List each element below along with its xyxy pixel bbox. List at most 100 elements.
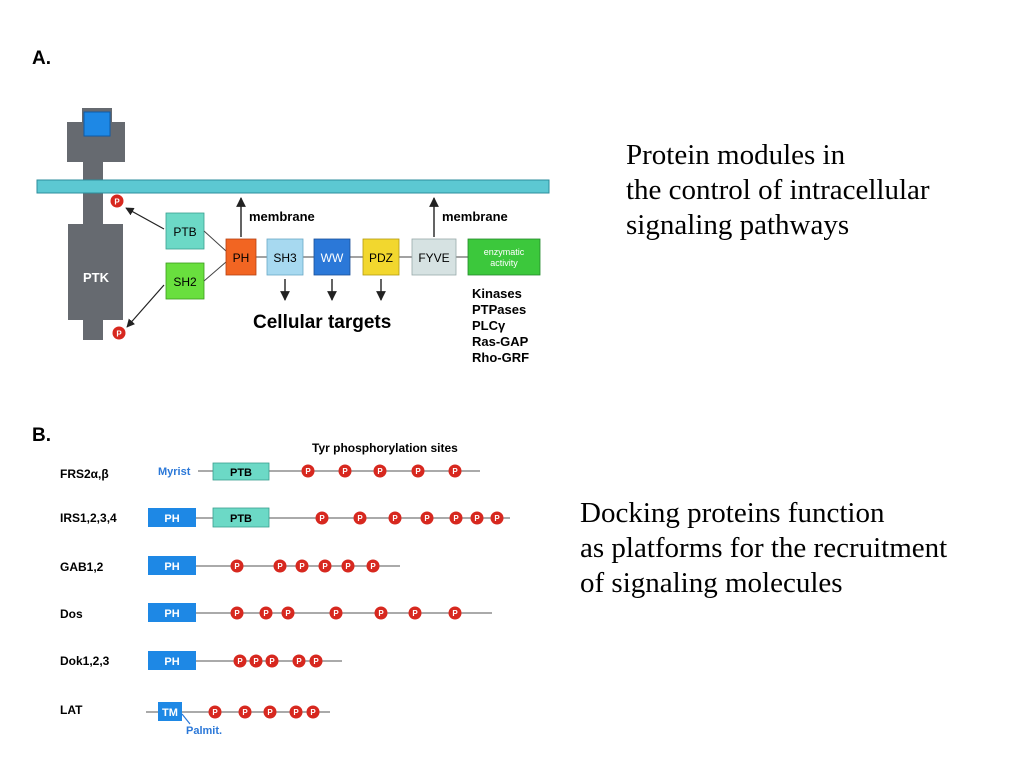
enzyme-plcg: PLCγ [472, 318, 506, 333]
pdz-module-label: PDZ [369, 251, 393, 265]
phospho-label: P [269, 657, 275, 666]
sh3-module-label: SH3 [273, 251, 297, 265]
ptb-domain-label: PTB [173, 225, 196, 239]
receptor-phospho-site-bottom: P [112, 326, 126, 340]
phospho-site: P [388, 511, 402, 525]
phospho-label: P [392, 514, 398, 523]
phospho-site: P [230, 606, 244, 620]
phospho-label: P [310, 708, 316, 717]
phospho-label: P [453, 514, 459, 523]
ph-domain-label: PH [164, 656, 179, 668]
phospho-site: P [273, 559, 287, 573]
ph-domain-label: PH [164, 561, 179, 573]
phospho-label: P [267, 708, 273, 717]
phospho-site: P [338, 464, 352, 478]
phospho-label: P [322, 562, 328, 571]
phospho-site: P [353, 511, 367, 525]
phospho-site: P [292, 654, 306, 668]
phospho-site: P [408, 606, 422, 620]
ptb-domain-box [165, 212, 205, 250]
protein-name-dok: Dok1,2,3 [60, 654, 110, 668]
ptb-domain-box [212, 507, 270, 528]
panel-a-caption-line1: Protein modules in [626, 139, 846, 171]
sh2-domain-box [165, 262, 205, 300]
phospho-label: P [234, 609, 240, 618]
fyve-module-label: FYVE [418, 251, 449, 265]
panel-b-caption-line1: Docking proteins function [580, 497, 885, 529]
palmit-label: Palmit. [186, 725, 222, 737]
receptor-ptk: PTK [67, 108, 125, 340]
panel-b-caption-line2: as platforms for the recruitment [580, 532, 948, 564]
cellular-targets-label: Cellular targets [253, 312, 391, 333]
phospho-label: P [333, 609, 339, 618]
sh2-ph-connector [203, 261, 227, 282]
phospho-site: P [281, 606, 295, 620]
phospho-label: P [305, 467, 311, 476]
panel-a-caption-line3: signaling pathways [626, 209, 850, 241]
ph-module-box [225, 238, 257, 276]
membrane-label-left: membrane [249, 209, 315, 224]
phospho-label: P [424, 514, 430, 523]
phospho-label: P [342, 467, 348, 476]
enzymatic-label-line2: activity [490, 258, 518, 268]
panel-a-label: A. [32, 48, 51, 69]
phospho-label: P [234, 562, 240, 571]
tyr-sites-label: Tyr phosphorylation sites [312, 441, 458, 455]
membrane-label-right: membrane [442, 209, 508, 224]
ph-domain-label: PH [164, 608, 179, 620]
sh2-to-phospho-arrow [126, 284, 165, 328]
phospho-label: P [345, 562, 351, 571]
phospho-site: P [249, 654, 263, 668]
receptor-transmembrane-stalk [83, 160, 103, 230]
enzymatic-activity-box [467, 238, 541, 276]
phospho-label: P [357, 514, 363, 523]
phospho-site: P [230, 559, 244, 573]
panel-a-caption: Protein modules in the control of intrac… [626, 138, 930, 243]
phospho-label: P [116, 330, 122, 339]
protein-name-dos: Dos [60, 607, 83, 621]
phospho-site: P [233, 654, 247, 668]
ligand-square [83, 111, 111, 137]
tm-domain-box [158, 702, 182, 721]
phospho-label: P [378, 609, 384, 618]
receptor-phospho-site-top: P [110, 194, 124, 208]
phospho-label: P [285, 609, 291, 618]
enzyme-ptpases: PTPases [472, 302, 526, 317]
phospho-site: P [238, 705, 252, 719]
ptb-to-phospho-arrow [125, 207, 165, 230]
enzyme-rasgap: Ras-GAP [472, 334, 529, 349]
phospho-site: P [448, 464, 462, 478]
panel-b-caption-line3: of signaling molecules [580, 567, 843, 599]
phospho-site: P [265, 654, 279, 668]
phospho-site: P [490, 511, 504, 525]
phospho-site: P [301, 464, 315, 478]
ww-module-box [313, 238, 351, 276]
ww-module-label: WW [321, 251, 344, 265]
ptb-domain-box [212, 462, 270, 481]
pdz-module-box [362, 238, 400, 276]
ph-module-label: PH [233, 251, 250, 265]
phospho-site: P [208, 705, 222, 719]
protein-name-frs2: FRS2α,β [60, 467, 109, 481]
ptk-label: PTK [83, 270, 110, 285]
phospho-label: P [237, 657, 243, 666]
ptb-domain-label: PTB [230, 513, 252, 525]
phospho-site: P [470, 511, 484, 525]
phospho-label: P [377, 467, 383, 476]
phospho-label: P [293, 708, 299, 717]
tm-domain-label: TM [162, 707, 178, 719]
phospho-label: P [494, 514, 500, 523]
phospho-site: P [341, 559, 355, 573]
phospho-label: P [296, 657, 302, 666]
protein-row-lat: TM Palmit. P P P P P [146, 702, 330, 737]
phospho-label: P [452, 467, 458, 476]
ph-domain-box [148, 508, 196, 527]
phospho-label: P [452, 609, 458, 618]
sh2-domain-label: SH2 [173, 275, 197, 289]
